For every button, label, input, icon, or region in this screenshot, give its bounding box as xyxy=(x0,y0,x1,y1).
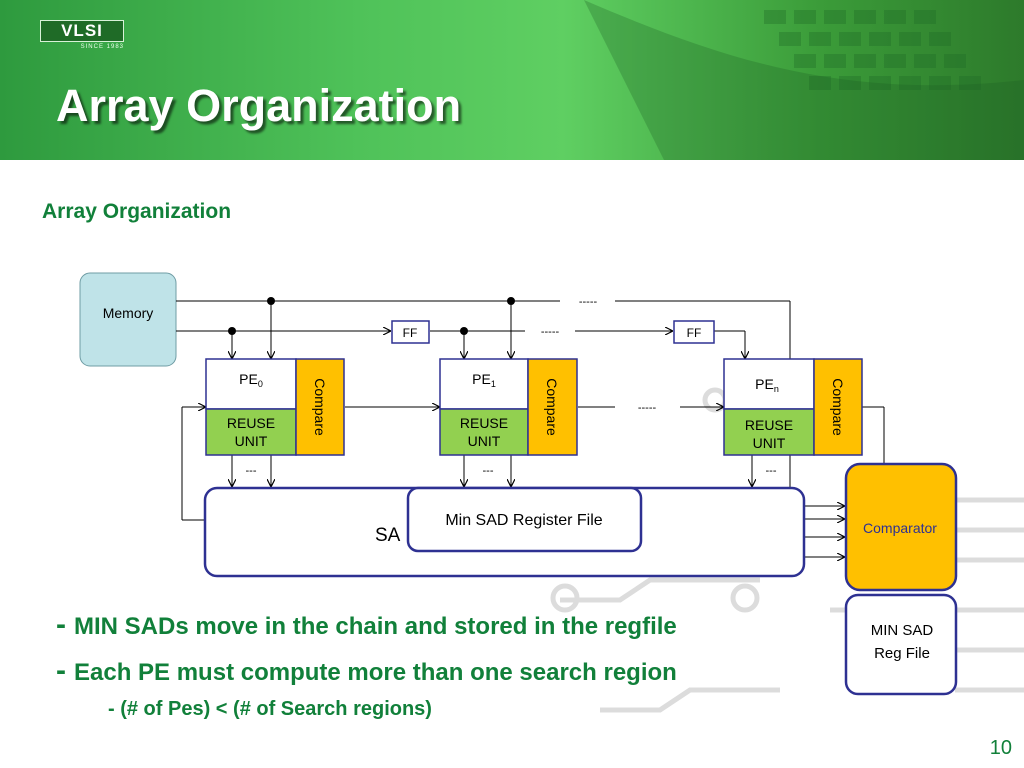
page-number: 10 xyxy=(989,737,1012,759)
junction-dot xyxy=(267,297,275,305)
pe-label: PE0 xyxy=(239,371,263,389)
slide-header: VLSI SINCE 1983 Array Organization xyxy=(0,0,1024,160)
reuse-unit-label: UNIT xyxy=(235,433,268,449)
pe-label: PEn xyxy=(755,376,779,394)
bullet-text: MIN SADs move in the chain and stored in… xyxy=(74,613,677,640)
dash-label: --- xyxy=(483,465,494,477)
bullet-text: Each PE must compute more than one searc… xyxy=(74,659,677,686)
pe-0: PE0 REUSE UNIT Compare xyxy=(205,358,345,456)
ff-label: FF xyxy=(687,326,702,340)
reuse-unit-label: REUSE xyxy=(227,415,275,431)
memory-block xyxy=(79,272,177,367)
bullet-dash: - xyxy=(56,608,66,641)
reuse-unit-label: UNIT xyxy=(753,435,786,451)
junction-dot xyxy=(460,327,468,335)
dash-label: ----- xyxy=(541,326,560,338)
ff-label: FF xyxy=(403,326,418,340)
bullet-item: -MIN SADs move in the chain and stored i… xyxy=(56,608,677,642)
min-sad-reg-file-label: Reg File xyxy=(874,645,930,662)
comparator-label: Comparator xyxy=(863,520,937,536)
logo-since: SINCE 1983 xyxy=(80,44,124,50)
ff-box xyxy=(391,320,430,344)
section-subtitle: Array Organization xyxy=(42,200,232,223)
min-sad-register-file-label: Min SAD Register File xyxy=(445,512,602,529)
min-sad-register-file-block xyxy=(406,486,643,553)
memory-label: Memory xyxy=(103,305,154,321)
background-circuit-traces xyxy=(550,387,1024,713)
sub-bullet-text: - (# of Pes) < (# of Search regions) xyxy=(108,698,432,720)
reuse-unit-label: UNIT xyxy=(468,433,501,449)
comparator-block xyxy=(844,462,958,592)
bullet-item: -Each PE must compute more than one sear… xyxy=(56,654,677,688)
compare-label: Compare xyxy=(544,378,560,436)
ff-box xyxy=(673,320,715,344)
min-sad-reg-file-block xyxy=(844,593,958,696)
page-title: Array Organization xyxy=(56,80,462,131)
junction-dot xyxy=(507,297,515,305)
logo-text: VLSI xyxy=(40,20,124,42)
junction-dot xyxy=(228,327,236,335)
compare-label: Compare xyxy=(312,378,328,436)
pe-label: PE1 xyxy=(472,371,496,389)
bullet-dash: - xyxy=(56,654,66,687)
reuse-unit-label: REUSE xyxy=(460,415,508,431)
pe-1: PE1 REUSE UNIT Compare xyxy=(439,358,578,456)
pe-n: PEn REUSE UNIT Compare xyxy=(723,358,863,456)
dash-label: ----- xyxy=(579,296,598,308)
compare-label: Compare xyxy=(830,378,846,436)
dash-label: --- xyxy=(766,465,777,477)
dash-label: --- xyxy=(246,465,257,477)
vlsi-logo: VLSI SINCE 1983 xyxy=(40,20,124,50)
min-sad-reg-file-label: MIN SAD xyxy=(871,622,934,639)
reuse-unit-label: REUSE xyxy=(745,417,793,433)
sad-chain-label: SA xyxy=(375,525,401,546)
dash-label: ----- xyxy=(638,402,657,414)
header-circuit-pattern xyxy=(584,0,1024,160)
